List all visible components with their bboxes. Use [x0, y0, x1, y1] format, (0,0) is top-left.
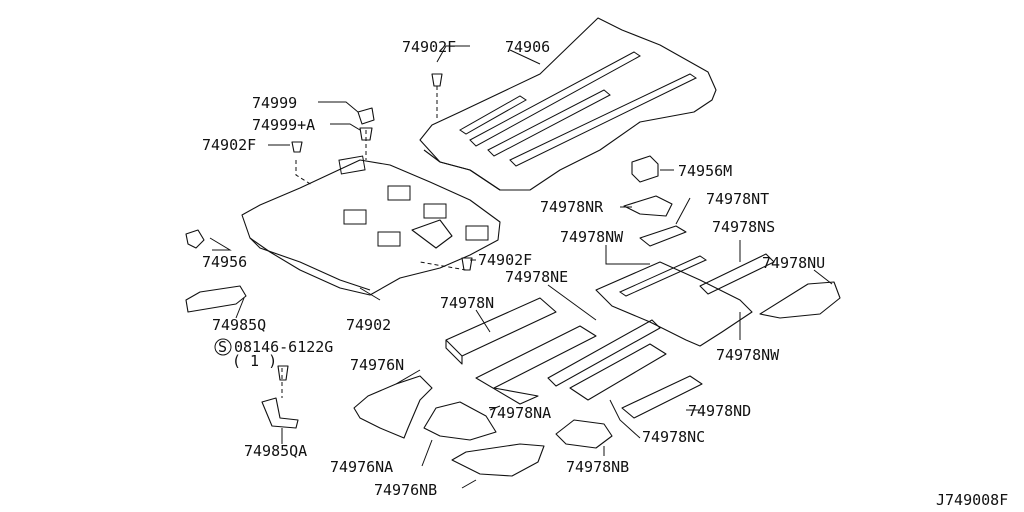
- label-74985QA: 74985QA: [244, 442, 307, 460]
- label-08146-quantity: ( 1 ): [232, 352, 277, 370]
- label-74978NE: 74978NE: [505, 268, 568, 286]
- label-74978NB: 74978NB: [566, 458, 629, 476]
- label-74978NS: 74978NS: [712, 218, 775, 236]
- label-74956M: 74956M: [678, 162, 732, 180]
- label-74978ND: 74978ND: [688, 402, 751, 420]
- part-74978NE-strip: [547, 319, 661, 387]
- diagram-id: J749008F: [936, 491, 1008, 509]
- part-74976N-cover: [353, 375, 433, 439]
- part-74978NR-pad: [623, 195, 673, 217]
- label-74902F-top: 74902F: [402, 38, 456, 56]
- leader-lines: [209, 45, 833, 489]
- part-74956M-block: [631, 155, 659, 183]
- label-74902: 74902: [346, 316, 391, 334]
- part-74985Q-bracket: [185, 285, 247, 313]
- label-74976N: 74976N: [350, 356, 404, 374]
- part-74978NU-pad: [759, 281, 841, 319]
- label-74978NT: 74978NT: [706, 190, 769, 208]
- label-74976NA: 74976NA: [330, 458, 393, 476]
- part-74902F-clip-top: [431, 73, 443, 120]
- label-74902F-left: 74902F: [202, 136, 256, 154]
- label-74978NU: 74978NU: [762, 254, 825, 272]
- part-74978NB-pad: [555, 419, 613, 449]
- part-74978ND-pad: [621, 375, 703, 419]
- label-08146-6122G: 08146-6122G: [234, 338, 333, 356]
- label-74978NC: 74978NC: [642, 428, 705, 446]
- label-74985Q: 74985Q: [212, 316, 266, 334]
- label-74906: 74906: [505, 38, 550, 56]
- part-74978NT-pad: [639, 225, 687, 247]
- part-74999-clip: [357, 107, 375, 141]
- screw-symbol-letter: S: [218, 338, 227, 356]
- label-74999A: 74999+A: [252, 116, 315, 134]
- label-74978NR: 74978NR: [540, 198, 604, 216]
- part-74956-bracket: [185, 229, 205, 249]
- part-74978NS-pad: [699, 253, 775, 295]
- part-74978NE-pads: [595, 255, 753, 347]
- label-74956: 74956: [202, 253, 247, 271]
- part-74985QA-bracket: [261, 365, 299, 429]
- part-74906-floor-panel: [419, 17, 717, 191]
- label-74978NW-top: 74978NW: [560, 228, 624, 246]
- part-74976NB-cover: [451, 443, 545, 477]
- label-74999: 74999: [252, 94, 297, 112]
- part-74978N-pad: [445, 297, 557, 365]
- part-74902-underfloor: [241, 130, 501, 296]
- part-74902F-clip-left: [291, 141, 303, 153]
- part-74902F-clip-mid: [461, 257, 473, 271]
- part-74978NA-pad: [475, 325, 597, 405]
- label-74978NW-bottom: 74978NW: [716, 346, 780, 364]
- label-74902F-mid: 74902F: [478, 251, 532, 269]
- label-74976NB: 74976NB: [374, 481, 437, 499]
- screw-symbol-icon: S: [214, 338, 232, 356]
- label-74978N: 74978N: [440, 294, 494, 312]
- label-74978NA: 74978NA: [488, 404, 551, 422]
- part-74976NA-cover: [423, 401, 497, 441]
- part-74978NC-pad: [569, 343, 667, 401]
